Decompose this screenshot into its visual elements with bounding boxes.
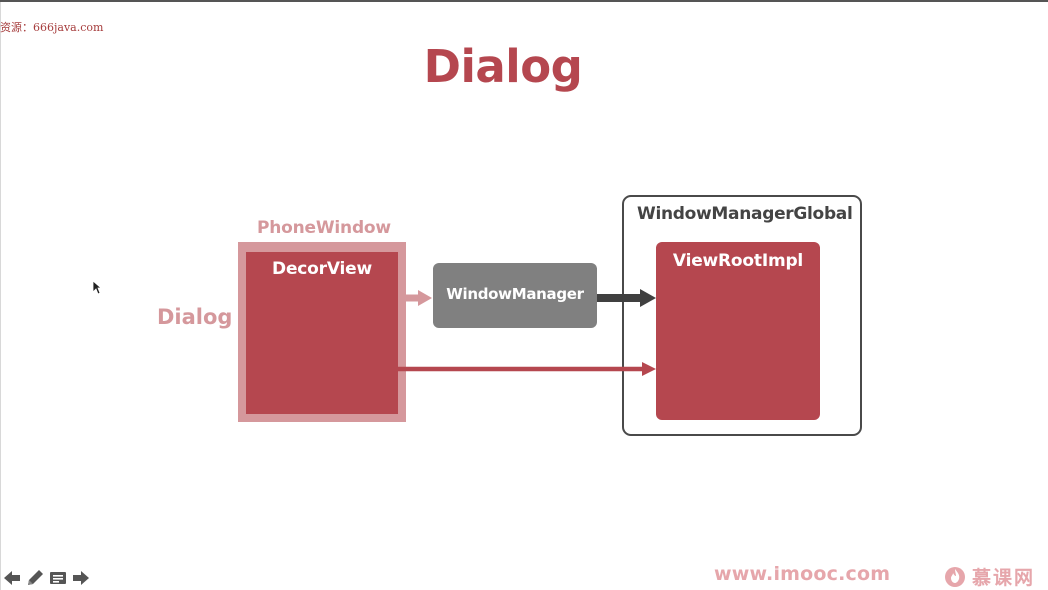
imooc-flame-logo-icon (945, 567, 965, 587)
window-manager-label: WindowManager (446, 285, 584, 303)
window-manager-global-caption: WindowManagerGlobal (637, 204, 853, 224)
window-manager-box: WindowManager (433, 263, 597, 328)
pen-icon[interactable] (25, 568, 45, 588)
forward-arrow-icon[interactable] (71, 568, 91, 588)
view-root-impl-label: ViewRootImpl (672, 251, 804, 271)
back-arrow-icon[interactable] (2, 568, 22, 588)
arrow-phonewindow-to-windowmanager (406, 290, 432, 306)
footer-brand: 慕课网 (944, 563, 1035, 589)
footer-brand-name: 慕课网 (972, 566, 1036, 589)
mouse-cursor-icon (92, 280, 102, 295)
decor-view-box: DecorView (246, 252, 398, 414)
view-root-impl-box: ViewRootImpl (656, 242, 820, 420)
window-manager-global-container (622, 195, 862, 436)
arrow-windowmanager-to-viewrootimpl (597, 289, 656, 307)
phone-window-caption: PhoneWindow (257, 218, 391, 238)
footer-url: www.imooc.com (714, 563, 891, 585)
notes-icon[interactable] (48, 568, 68, 588)
watermark: 资源：666java.com (0, 21, 104, 34)
dialog-label: Dialog (157, 305, 233, 329)
arrow-decorview-to-viewrootimpl (398, 362, 656, 376)
slide-title: Dialog (423, 40, 583, 93)
decor-view-label: DecorView (272, 259, 372, 279)
slide-nav-toolbar (2, 568, 91, 588)
top-rule (0, 0, 1048, 2)
left-edge-line (0, 2, 1, 590)
